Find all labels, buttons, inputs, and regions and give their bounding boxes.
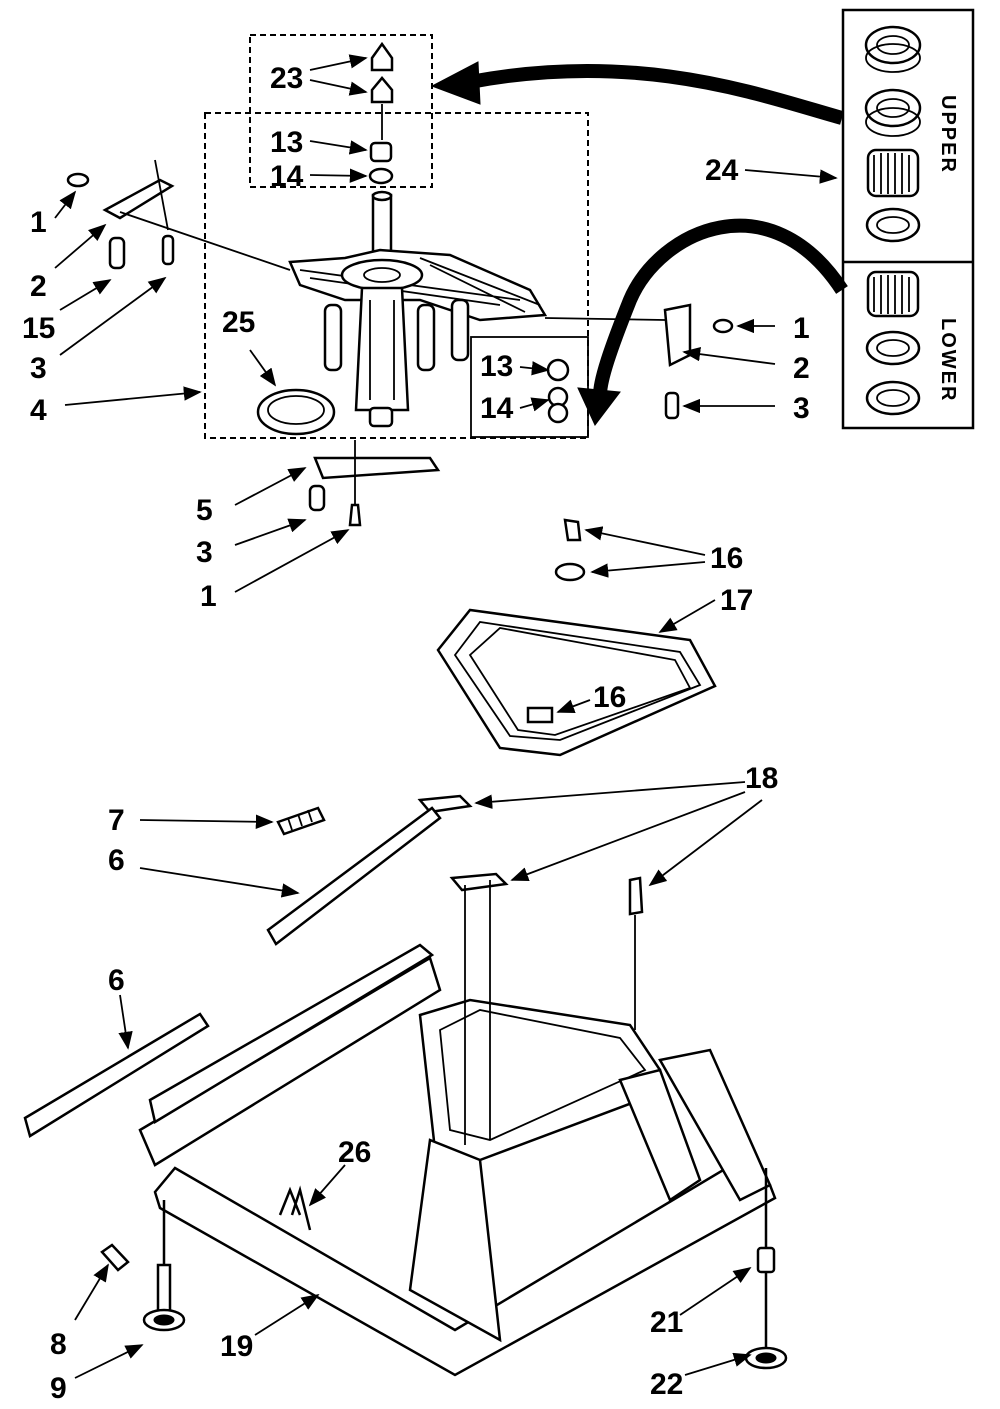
lower-bearing-kit-parts: [865, 270, 921, 416]
lower-kit-label: LOWER: [937, 318, 959, 402]
lower-bracket-5: [308, 440, 441, 527]
clip-18b: [449, 872, 509, 892]
base-frame-19: [138, 880, 777, 1377]
callout-1-left: 1: [30, 206, 47, 239]
lower-bearing-part-14b: [547, 402, 569, 424]
callout-16-top: 16: [710, 542, 743, 575]
callout-15: 15: [22, 312, 55, 345]
callout-21: 21: [650, 1306, 683, 1339]
upper-kit-label: UPPER: [937, 95, 959, 174]
callout-1-lower: 1: [200, 580, 217, 613]
bearing-inset-box: [249, 34, 433, 188]
callout-14-top: 14: [270, 160, 304, 193]
hook-26: [278, 1185, 312, 1231]
callout-2-left: 2: [30, 270, 47, 303]
callout-23: 23: [270, 62, 303, 95]
leg-right: [744, 1168, 788, 1370]
lower-kit-arrowhead: [577, 387, 621, 426]
callout-1-right: 1: [793, 312, 810, 345]
bar-6-upper: [266, 806, 442, 946]
clip-18c: [628, 876, 644, 916]
callout-13-top: 13: [270, 126, 303, 159]
callout-7: 7: [108, 804, 125, 837]
bearing-part-14: [368, 167, 394, 185]
pad-16b: [554, 562, 586, 582]
callout-25: 25: [222, 306, 255, 339]
leg-left: [100, 1200, 186, 1332]
left-upper-suspension: [66, 159, 291, 271]
seal-25: [256, 388, 336, 436]
lower-kit-arrow: [593, 218, 848, 396]
callout-3-right: 3: [793, 392, 810, 425]
callout-6-lower: 6: [108, 964, 125, 997]
callout-22: 22: [650, 1368, 683, 1401]
callout-4: 4: [30, 394, 47, 427]
callout-26: 26: [338, 1136, 371, 1169]
right-suspension: [544, 303, 734, 420]
bar-6-lower: [23, 1012, 210, 1138]
callout-2-right: 2: [793, 352, 810, 385]
callout-17: 17: [720, 584, 753, 617]
lower-bearing-inset-box: [470, 336, 589, 438]
lower-bearing-part-13: [546, 358, 570, 382]
callout-3-lower: 3: [196, 536, 213, 569]
callout-6-upper: 6: [108, 844, 125, 877]
upper-bearing-kit-parts: [864, 25, 922, 243]
bearing-part-13: [369, 141, 393, 163]
spring-7: [276, 806, 326, 836]
callout-13-inset: 13: [480, 350, 513, 383]
callout-9: 9: [50, 1372, 67, 1405]
pad-16c: [526, 706, 554, 724]
leader-lines: [54, 54, 838, 1379]
top-frame-17: [436, 608, 717, 757]
upper-kit-arrow: [468, 63, 844, 125]
callout-8: 8: [50, 1328, 67, 1361]
callout-5: 5: [196, 494, 213, 527]
mechanism-dashed-box: [204, 112, 589, 439]
pad-16a: [563, 518, 582, 542]
callout-18: 18: [745, 762, 778, 795]
callout-24: 24: [705, 154, 739, 187]
bearing-parts-23: [370, 41, 394, 140]
clip-18a: [417, 794, 473, 814]
drive-assembly: [288, 190, 548, 428]
callout-14-inset: 14: [480, 392, 514, 425]
upper-kit-arrowhead: [430, 61, 481, 105]
bearing-kit-box: [841, 8, 975, 430]
callout-16-lower: 16: [593, 681, 626, 714]
callout-3-left: 3: [30, 352, 47, 385]
callout-19: 19: [220, 1330, 253, 1363]
